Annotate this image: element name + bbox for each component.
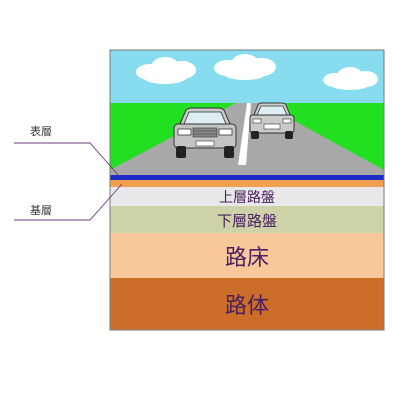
car-icon (249, 102, 295, 139)
cloud-icon (136, 57, 196, 84)
cloud-icon (214, 54, 276, 80)
subgrade-layer: 路床 (110, 233, 384, 278)
base-course-leader (14, 183, 123, 221)
surface-course-leader (14, 142, 121, 178)
roadbed-layer: 路体 (110, 278, 384, 330)
center-line (238, 103, 251, 165)
cloud-icon (323, 67, 378, 90)
surface-course-layer (110, 175, 384, 180)
subgrade-label: 路床 (225, 246, 269, 271)
roadbed-label: 路体 (225, 294, 269, 319)
diagram-frame (109, 49, 385, 331)
upper-base-course-label: 上層路盤 (219, 190, 275, 206)
upper-base-course-layer: 上層路盤 (110, 187, 384, 206)
base-course-callout: 基層 (30, 204, 52, 217)
surface-course-callout: 表層 (30, 124, 52, 138)
lower-base-course-layer: 下層路盤 (110, 206, 384, 233)
car-icon (173, 107, 237, 158)
binder-course-layer (110, 180, 384, 187)
lower-base-course-label: 下層路盤 (217, 212, 277, 230)
